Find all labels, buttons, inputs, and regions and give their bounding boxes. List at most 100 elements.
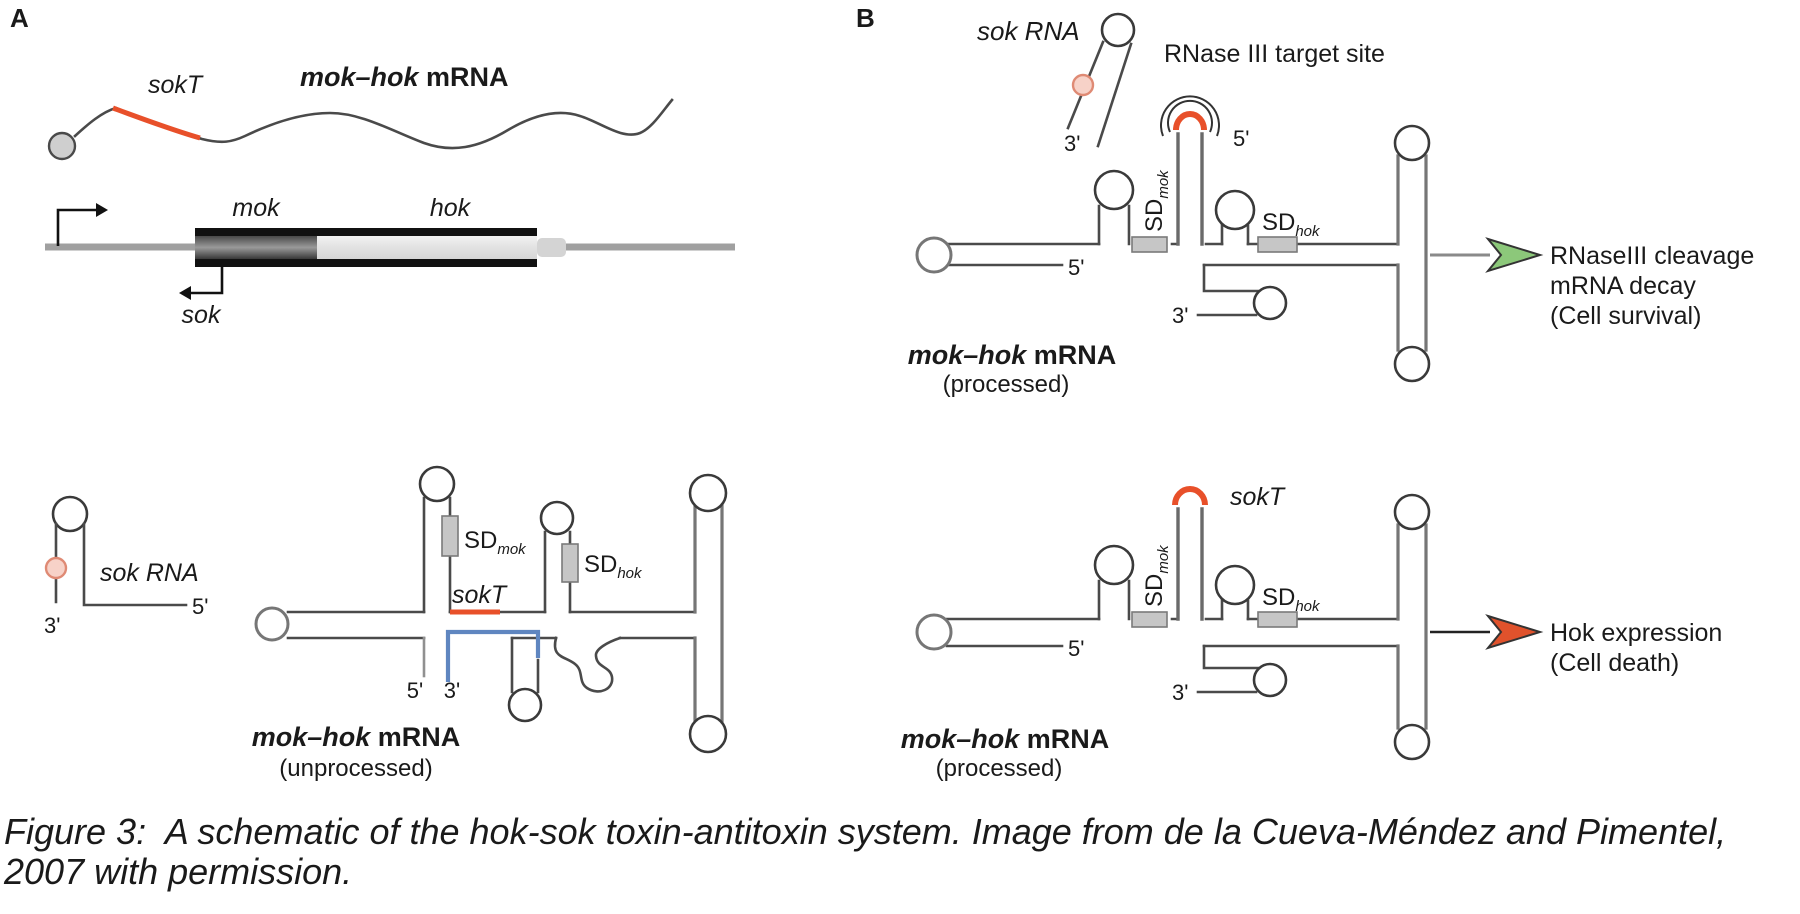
left-end-loop xyxy=(915,236,953,274)
survival-line3: (Cell survival) xyxy=(1550,302,1701,330)
sok-promoter-line xyxy=(190,267,224,295)
sok-hairpin-loop xyxy=(1100,12,1136,48)
sd-mok-box xyxy=(1131,236,1168,253)
sd-mok-box xyxy=(441,515,459,557)
red-arrowhead-icon xyxy=(1485,614,1544,650)
right-hairpin-bottom-loop xyxy=(1393,345,1431,383)
sd-hok-stem xyxy=(1220,597,1250,621)
mok-gene-label: mok xyxy=(232,194,281,222)
inner-three-prime-label: 3' xyxy=(1172,303,1188,328)
hok-gene-box xyxy=(317,236,537,259)
sok-rna-label: sok RNA xyxy=(100,559,199,587)
sd-hok-stem-loop xyxy=(1214,189,1256,231)
sd-mok-label: SDmok xyxy=(464,527,527,558)
survival-line2: mRNA decay xyxy=(1550,272,1696,300)
rnase-orange-loop xyxy=(1173,111,1207,131)
sok-pink-circle-b xyxy=(1071,73,1095,97)
sd-mok-label-rotated: SDmok xyxy=(1141,544,1172,607)
processed-subtitle-bottom: (processed) xyxy=(936,755,1063,782)
panel-b-label: B xyxy=(856,3,875,33)
sok-gene-label: sok xyxy=(182,301,222,329)
sd-hok-box xyxy=(1257,611,1298,628)
rnase-arc-outer xyxy=(1160,95,1220,137)
sok-rna-5p-strand xyxy=(82,522,188,607)
survival-line1: RNaseIII cleavage xyxy=(1550,242,1754,270)
death-arrow: Hok expression (Cell death) xyxy=(1430,614,1722,677)
processed-title-top: mok–hok mRNA xyxy=(908,340,1117,370)
rnase-arc-inner xyxy=(1167,99,1213,133)
panel-a-unprocessed-structure: SDmok sokT SDhok 5' 3' mok–hok mRNA (unp… xyxy=(252,465,728,782)
caption-line1: Figure 3: A schematic of the hok-sok tox… xyxy=(4,811,1726,852)
lower-hairpin-stem xyxy=(510,636,540,694)
three-prime-hook-loop xyxy=(1252,285,1288,321)
processed-subtitle-top: (processed) xyxy=(943,371,1070,398)
right-hairpin-top-loop xyxy=(1393,493,1431,531)
panel-a-gene-map: mok hok sok xyxy=(45,194,735,329)
rnase-5p-label: 5' xyxy=(1233,126,1249,151)
mok-gene-box xyxy=(195,236,317,259)
five-prime-end-label: 5' xyxy=(1068,255,1084,280)
three-prime-hook xyxy=(1196,263,1260,317)
three-prime-hook xyxy=(1196,644,1260,694)
death-line2: (Cell death) xyxy=(1550,649,1679,677)
promoter-arrowhead-icon xyxy=(96,203,108,217)
rnase-site-label: RNase III target site xyxy=(1164,40,1385,68)
right-hairpin-bottom-loop xyxy=(1393,723,1431,761)
sokT-orange-segment xyxy=(112,105,201,141)
three-prime-hook-loop xyxy=(1252,662,1288,698)
sd-mok-label-rotated: SDmok xyxy=(1141,169,1172,232)
five-prime-end-label: 5' xyxy=(1068,636,1084,661)
sd-mok-label: SDmok xyxy=(1141,544,1172,607)
hok-gene-label: hok xyxy=(430,194,472,222)
panel-b-sok-rna: sok RNA 3' xyxy=(977,12,1136,156)
mok-hok-mrna-title: mok–hok mRNA xyxy=(300,62,509,92)
sok-rna-loop xyxy=(51,495,89,533)
sok-antisense-blue-line xyxy=(445,629,541,682)
ribosome-ball xyxy=(47,131,77,161)
sok-rna-label-b: sok RNA xyxy=(977,16,1080,46)
green-arrowhead-icon xyxy=(1485,237,1544,273)
figure-caption: Figure 3: A schematic of the hok-sok tox… xyxy=(3,811,1726,892)
right-hairpin-stems xyxy=(1396,154,1428,352)
death-line1: Hok expression xyxy=(1550,619,1722,647)
unprocessed-title: mok–hok mRNA xyxy=(252,722,461,752)
panel-b-top-structure: 5' SDmok SDhok 3' mok–hok mRNA (processe… xyxy=(908,124,1431,398)
sokT-stem xyxy=(1176,507,1204,621)
sd-hok-stem-loop xyxy=(539,500,575,536)
sokT-label-b: sokT xyxy=(1230,483,1286,511)
rnase-stem xyxy=(1176,132,1204,246)
panel-b-bottom-structure: 5' SDmok sokT SDhok 3' mok–hok mRNA (pro… xyxy=(901,483,1431,782)
sd-hok-box xyxy=(1257,236,1298,253)
sd-mok-label: SDmok xyxy=(1141,169,1172,232)
sd-mok-stem-loop xyxy=(1093,544,1135,586)
sokT-label-unprocessed: sokT xyxy=(452,581,508,609)
sd-mok-stem xyxy=(1097,204,1131,246)
right-hairpin-top-loop xyxy=(1393,124,1431,162)
sokT-orange-loop xyxy=(1172,486,1208,506)
panel-a-mrna-wave: sokT mok–hok mRNA xyxy=(47,62,674,161)
sd-mok-box xyxy=(1131,611,1168,628)
sok-hairpin-inner-strand xyxy=(1096,42,1133,148)
sd-mok-stem-loop xyxy=(1093,169,1135,211)
gene-box-end-cap xyxy=(537,238,566,257)
panel-a-label: A xyxy=(10,3,29,33)
sd-hok-stem-loop xyxy=(1214,564,1256,606)
sd-hok-label: SDhok xyxy=(1262,584,1321,615)
right-hairpin-top-loop xyxy=(688,473,728,513)
caption-line2: 2007 with permission. xyxy=(3,851,352,892)
sd-mok-stem xyxy=(1097,579,1131,621)
sd-hok-box xyxy=(561,543,579,583)
sok-rna-3p-label: 3' xyxy=(44,613,60,638)
left-end-loop xyxy=(254,606,290,642)
sok-rna-pink-circle xyxy=(44,556,68,580)
right-hairpin-stems xyxy=(693,498,724,724)
sd-hok-stem xyxy=(1220,222,1250,246)
sok-arrowhead-icon xyxy=(179,286,191,300)
right-hairpin-stems xyxy=(1396,523,1428,730)
rnase-iii-target-site: RNase III target site 5' xyxy=(1160,40,1385,151)
unprocessed-subtitle: (unprocessed) xyxy=(279,755,432,782)
left-end-loop xyxy=(915,613,953,651)
survival-arrow: RNaseIII cleavage mRNA decay (Cell survi… xyxy=(1430,237,1754,330)
